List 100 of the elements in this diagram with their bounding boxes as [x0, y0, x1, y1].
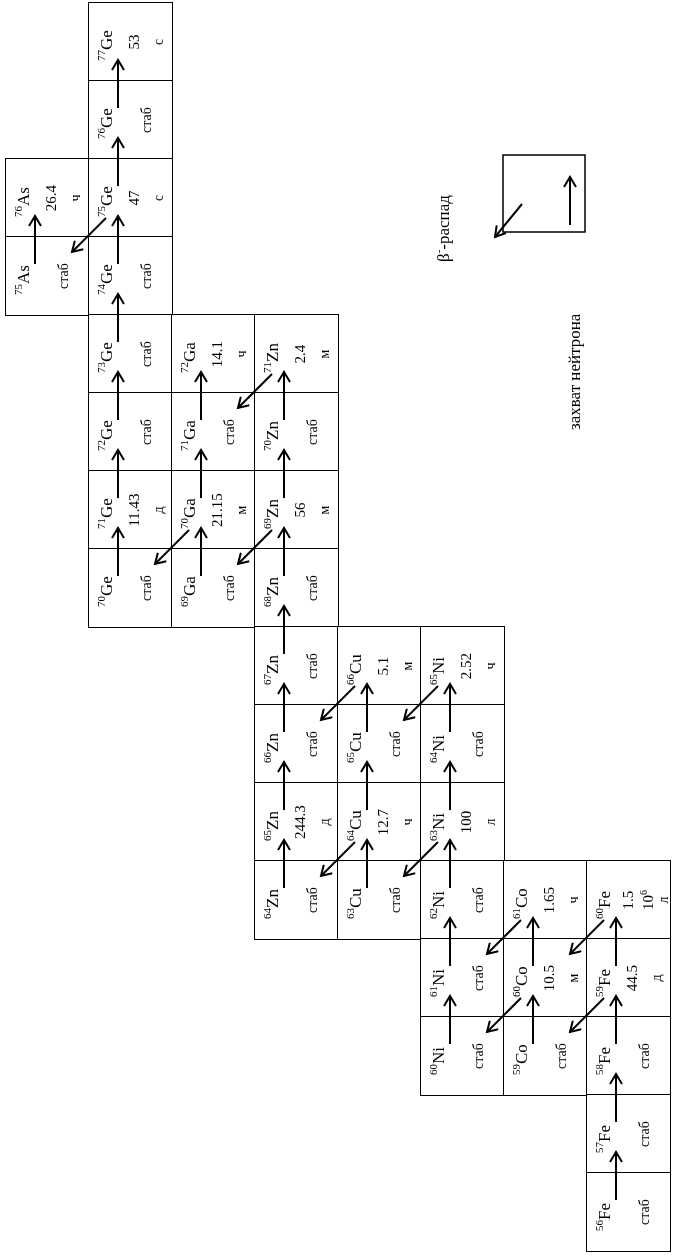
- neutron-capture-arrow: [111, 293, 125, 343]
- neutron-capture-arrow: [526, 917, 540, 967]
- nuclide-cell: [88, 158, 173, 238]
- status-text: ч: [67, 194, 83, 202]
- nuclide-cell: [88, 392, 173, 472]
- neutron-capture-arrow: [609, 995, 623, 1045]
- nuclide-cell: [88, 548, 173, 628]
- nuclide-cell: [5, 158, 90, 238]
- status-text: стаб: [305, 419, 320, 445]
- half-life-value: 14.1: [210, 340, 226, 368]
- status-text: л: [656, 896, 671, 904]
- status-text: стаб: [139, 575, 154, 601]
- legend-text: захват нейтрона: [565, 313, 585, 430]
- status-text: стаб: [139, 107, 154, 133]
- nuclide-cell: [171, 314, 256, 394]
- nuclide-cell: [88, 470, 173, 550]
- half-life-value: 47: [127, 190, 143, 206]
- nuclide-cell: [337, 782, 422, 862]
- half-life-value: 26.4: [44, 184, 60, 212]
- nuclide-cell: [254, 704, 339, 784]
- nuclide-cell: [420, 704, 505, 784]
- beta-decay-arrow: [71, 217, 107, 253]
- neutron-capture-arrow: [277, 449, 291, 499]
- neutron-capture-arrow: [277, 527, 291, 577]
- beta-decay-arrow: [320, 841, 356, 877]
- status-text: стаб: [388, 731, 403, 757]
- nuclide-cell: [5, 236, 90, 316]
- nuclide-cell: [254, 548, 339, 628]
- status-text: стаб: [637, 1043, 652, 1069]
- status-text: стаб: [554, 1043, 569, 1069]
- neutron-capture-arrow: [111, 137, 125, 187]
- half-life-value: 12.7: [376, 808, 392, 836]
- status-text: с: [150, 38, 166, 46]
- beta-decay-arrow: [403, 685, 439, 721]
- nuclide-cell: [420, 938, 505, 1018]
- neutron-capture-arrow: [194, 371, 208, 421]
- half-life-value: 100: [459, 810, 475, 834]
- neutron-capture-arrow: [443, 839, 457, 889]
- half-life-value: 1.65: [542, 886, 558, 914]
- half-life-value: 56: [293, 502, 309, 518]
- nuclide-cell: [503, 1016, 588, 1096]
- status-text: стаб: [139, 263, 154, 289]
- nuclide-cell: [254, 392, 339, 472]
- nuclide-cell: [337, 860, 422, 940]
- beta-decay-arrow: [486, 997, 522, 1033]
- status-text: стаб: [388, 887, 403, 913]
- status-text: стаб: [305, 575, 320, 601]
- nuclide-cell: [586, 1016, 671, 1096]
- status-text: м: [399, 661, 415, 671]
- neutron-capture-arrow: [360, 761, 374, 811]
- half-life-value: 2.52: [459, 652, 475, 680]
- nuclide-cell: [420, 1016, 505, 1096]
- nuclide-cell: [254, 782, 339, 862]
- status-text: ч: [565, 896, 581, 904]
- half-life-value: 244.3: [293, 805, 309, 839]
- neutron-capture-arrow: [111, 59, 125, 109]
- neutron-capture-arrow: [526, 995, 540, 1045]
- neutron-capture-arrow: [443, 761, 457, 811]
- beta-decay-arrow: [569, 919, 605, 955]
- status-text: стаб: [139, 419, 154, 445]
- status-text: стаб: [471, 1043, 486, 1069]
- status-text: стаб: [305, 887, 320, 913]
- status-text: стаб: [222, 575, 237, 601]
- neutron-capture-arrow: [360, 839, 374, 889]
- half-life-value: 2.4: [293, 344, 309, 364]
- nuclide-cell: [88, 2, 173, 82]
- status-text: ч: [399, 818, 415, 826]
- status-text: стаб: [637, 1121, 652, 1147]
- nuclide-cell: [503, 938, 588, 1018]
- status-text: ч: [482, 662, 498, 670]
- status-text: с: [150, 194, 166, 202]
- nuclide-cell: [254, 860, 339, 940]
- beta-decay-arrow: [320, 685, 356, 721]
- status-text: л: [482, 818, 498, 826]
- half-life-value: 5.1: [376, 656, 392, 676]
- neutron-capture-arrow: [111, 449, 125, 499]
- beta-decay-arrow: [154, 529, 190, 565]
- nuclide-cell: [337, 704, 422, 784]
- neutron-capture-arrow: [443, 683, 457, 733]
- nuclide-cell: [337, 626, 422, 706]
- status-text: стаб: [637, 1199, 652, 1225]
- neutron-capture-arrow: [443, 917, 457, 967]
- nuclide-cell: [586, 860, 671, 940]
- status-text: м: [316, 349, 332, 359]
- neutron-capture-arrow: [360, 683, 374, 733]
- nuclide-cell: [171, 548, 256, 628]
- neutron-capture-arrow: [277, 371, 291, 421]
- beta-decay-arrow: [237, 529, 273, 565]
- status-text: д: [648, 974, 664, 982]
- neutron-capture-arrow: [277, 761, 291, 811]
- beta-decay-arrow: [569, 997, 605, 1033]
- beta-decay-arrow: [403, 841, 439, 877]
- nuclide-cell: [420, 860, 505, 940]
- status-text: м: [316, 505, 332, 515]
- status-text: стаб: [139, 341, 154, 367]
- nuclide-cell: [254, 626, 339, 706]
- neutron-capture-arrow: [111, 527, 125, 577]
- neutron-capture-arrow: [194, 449, 208, 499]
- half-life-value: 1.5: [621, 890, 636, 910]
- nuclide-cell: [171, 470, 256, 550]
